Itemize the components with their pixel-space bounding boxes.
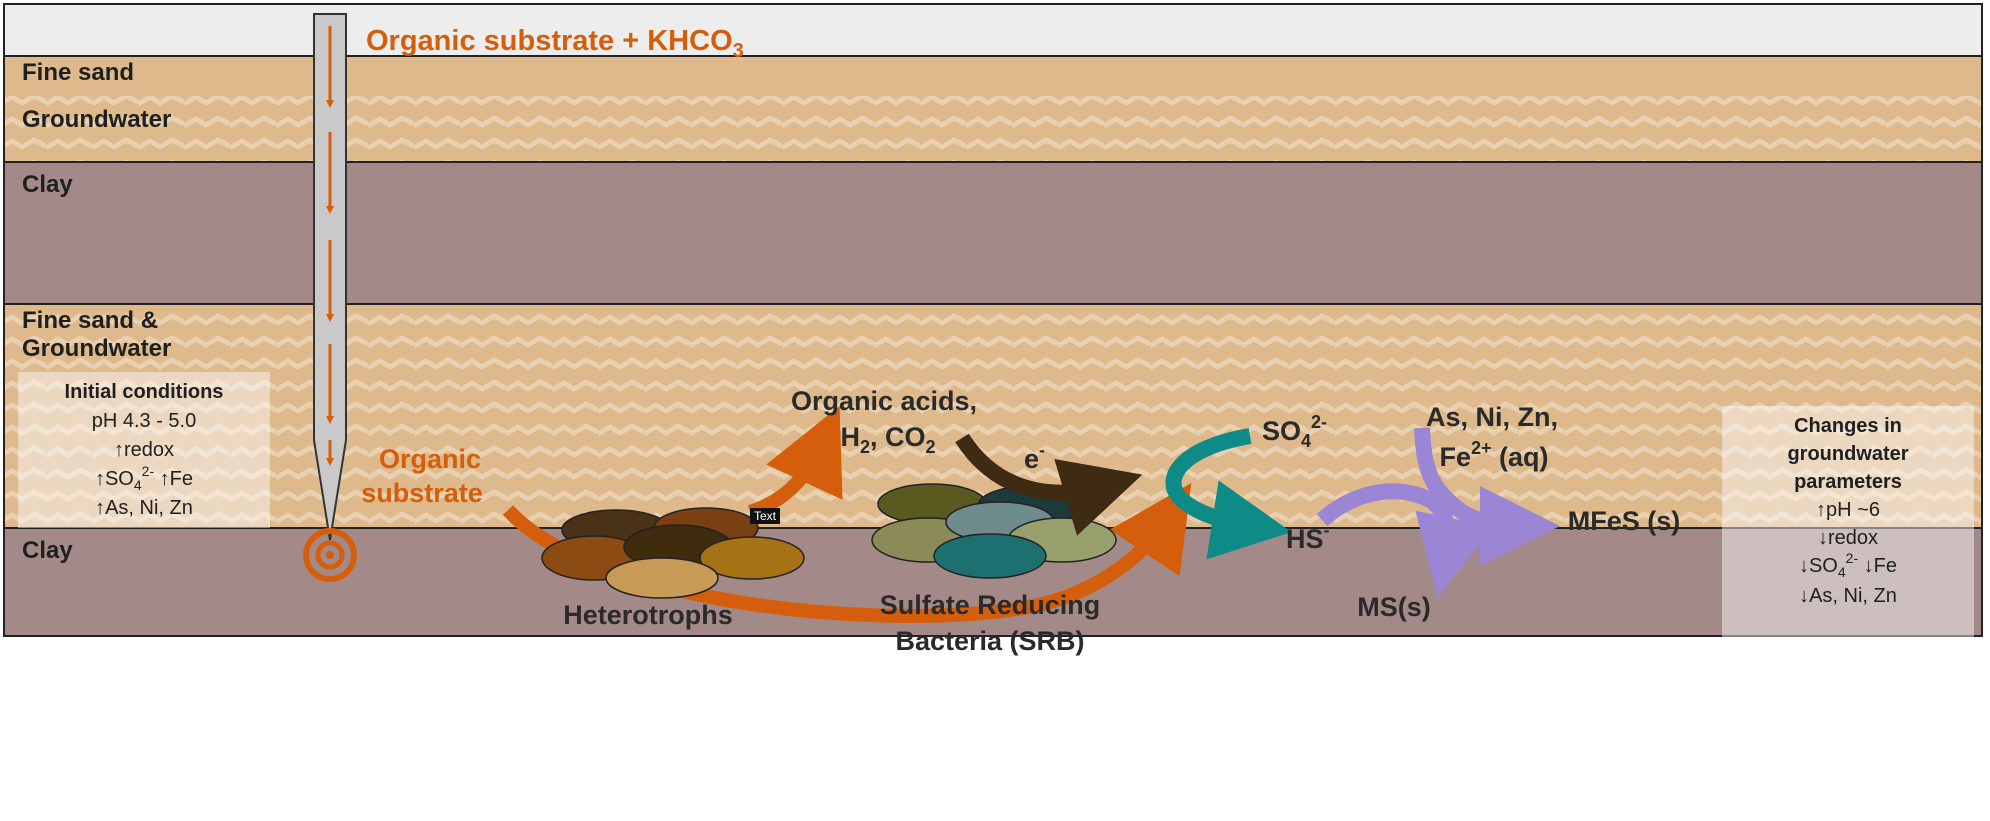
electron-label: e- [1024, 440, 1045, 474]
injection-point-icon [303, 528, 357, 582]
initial-conditions-box: Initial conditions pH 4.3 - 5.0 ↑redox ↑… [18, 372, 270, 528]
label-clay-upper: Clay [22, 171, 73, 198]
organic-substrate-label-1: Organic [379, 444, 481, 474]
changes-redox: ↓redox [1818, 527, 1878, 549]
changes-metals: ↓As, Ni, Zn [1799, 585, 1897, 607]
arrow-sulfate-reduction [1165, 428, 1292, 560]
injection-well [313, 13, 347, 541]
initial-so4-fe: ↑SO42- ↑Fe [95, 463, 193, 493]
hs-label: HS- [1286, 520, 1330, 554]
groundwater-band-upper [4, 96, 1982, 162]
arrow-hs-to-mfes [1316, 483, 1494, 598]
changes-title-1: Changes in [1794, 415, 1902, 437]
arrow-heterotrophs-to-acids [747, 405, 843, 519]
surface-band [4, 4, 1982, 56]
initial-metals: ↑As, Ni, Zn [95, 497, 193, 519]
metals-label-1: As, Ni, Zn, [1426, 402, 1558, 432]
ms-label: MS(s) [1357, 592, 1431, 622]
text-tag: Text [754, 509, 777, 523]
changes-so4-fe: ↓SO42- ↓Fe [1799, 550, 1897, 580]
changes-title-2: groundwater [1787, 443, 1908, 465]
label-groundwater: Groundwater [22, 106, 171, 133]
heterotrophs-label: Heterotrophs [563, 600, 733, 630]
diagram-border [3, 3, 1983, 637]
organic-substrate-label-2: substrate [361, 478, 483, 508]
label-fine-sand: Fine sand [22, 59, 134, 86]
organic-acids-label-2: H2, CO2 [840, 422, 935, 457]
label-fine-sand-gw-2: Groundwater [22, 335, 171, 362]
initial-conditions-title: Initial conditions [65, 381, 224, 403]
label-clay-lower: Clay [22, 537, 73, 564]
initial-redox: ↑redox [114, 439, 174, 461]
changes-box: Changes in groundwater parameters ↑pH ~6… [1722, 406, 1974, 642]
arrow-electron-donor [955, 433, 1143, 536]
layer-clay-upper [3, 161, 1983, 305]
arrow-metals-down [1414, 427, 1560, 566]
changes-title-3: parameters [1794, 471, 1902, 493]
injection-label: Organic substrate + KHCO3 [366, 25, 744, 62]
initial-ph: pH 4.3 - 5.0 [92, 410, 197, 432]
changes-ph: ↑pH ~6 [1816, 499, 1880, 521]
mfes-label: MFeS (s) [1568, 506, 1681, 536]
text-tag-box [750, 508, 780, 524]
heterotrophs-cluster [541, 507, 805, 599]
label-fine-sand-gw-1: Fine sand & [22, 307, 158, 334]
sulfate-label: SO42- [1262, 412, 1327, 451]
srb-label-1: Sulfate Reducing [880, 590, 1101, 620]
organic-acids-label-1: Organic acids, [791, 386, 977, 416]
srb-label-2: Bacteria (SRB) [895, 626, 1084, 656]
metals-label-2: Fe2+ (aq) [1439, 438, 1548, 472]
